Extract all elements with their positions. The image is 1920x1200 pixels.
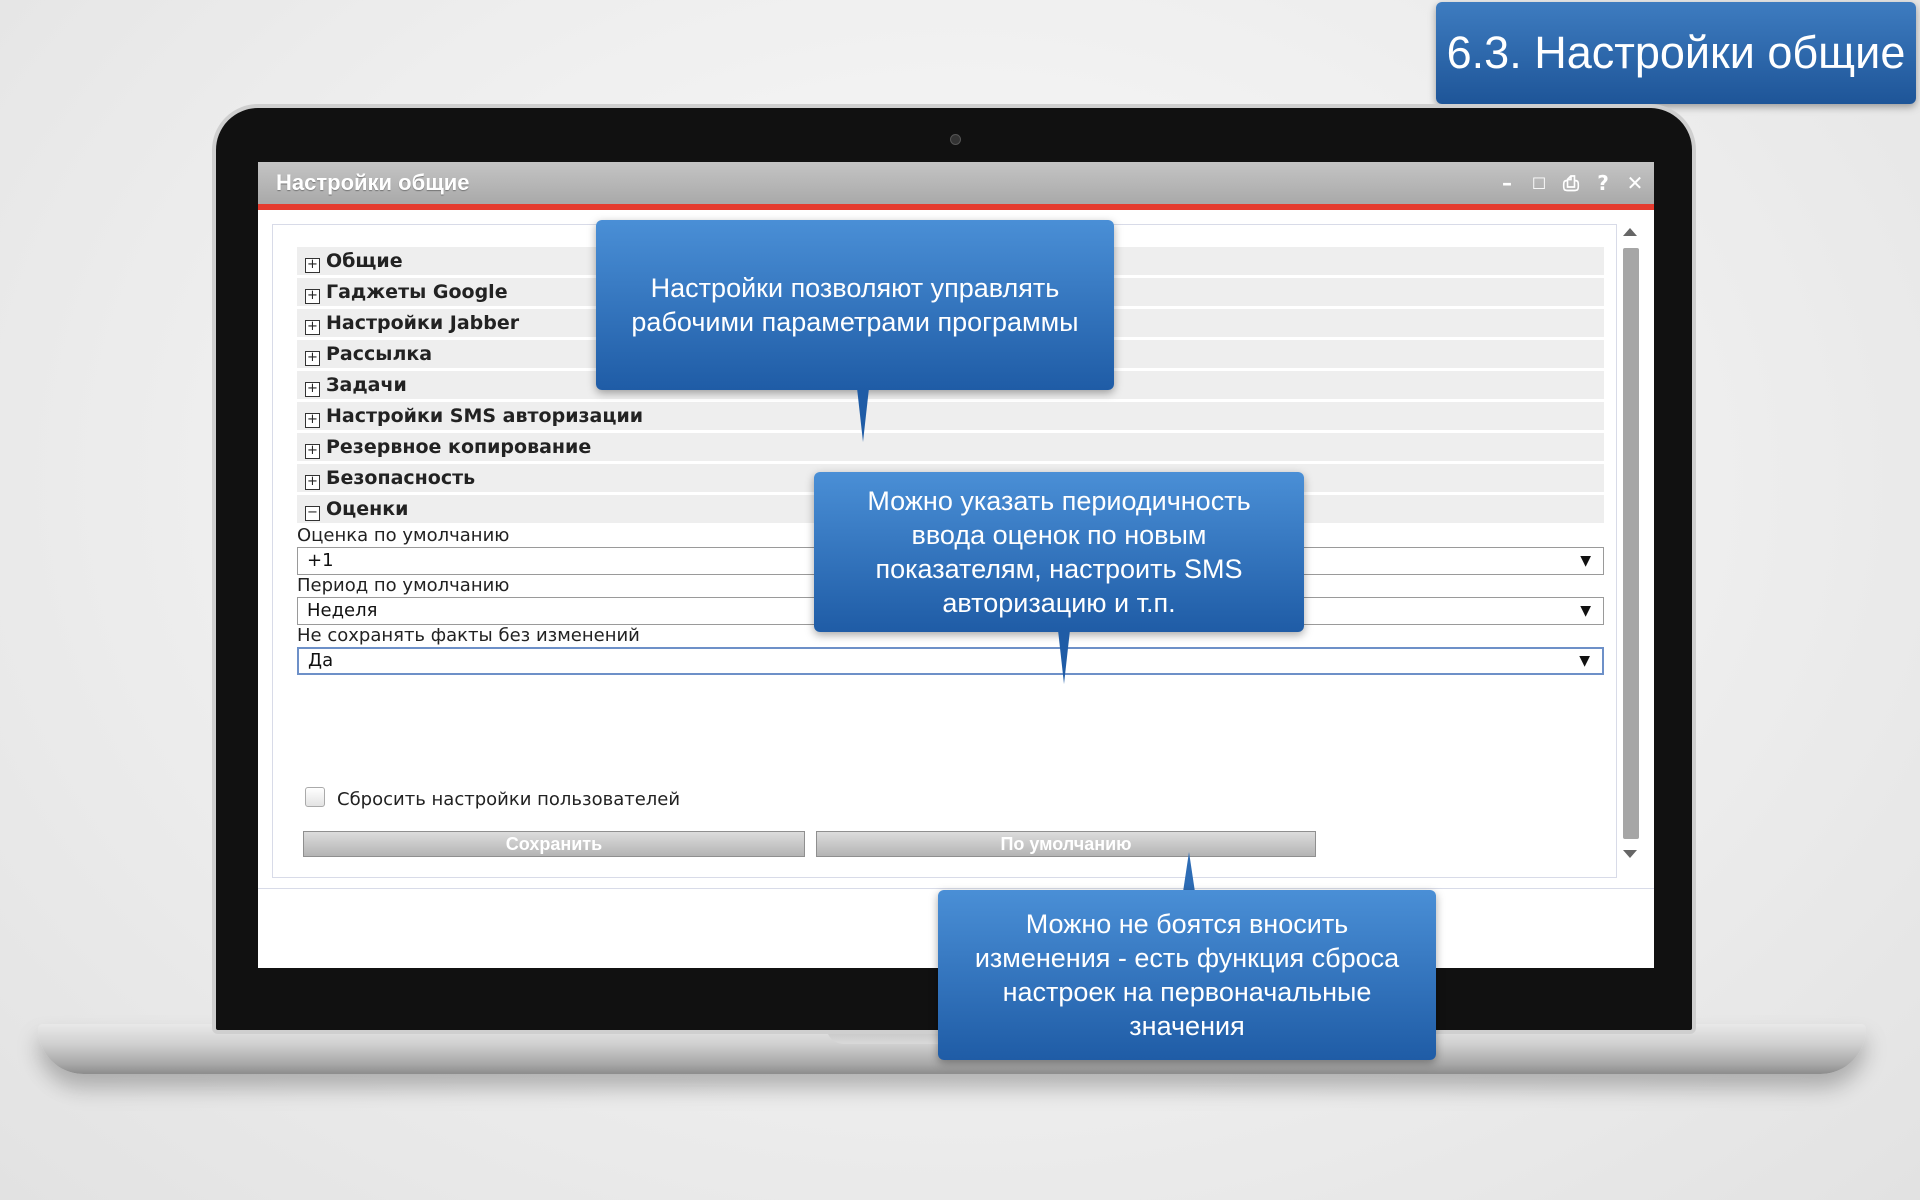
expand-icon[interactable]: + [305,289,320,304]
skip-unchanged-facts-label: Не сохранять факты без изменений [297,625,640,646]
help-icon[interactable]: ? [1597,171,1609,195]
maximize-icon[interactable]: ☐ [1531,173,1547,193]
minimize-icon[interactable]: – [1502,171,1512,195]
callout-pointer [1058,630,1070,684]
section-label: Настройки SMS авторизации [326,405,644,427]
section-label: Безопасность [326,467,476,489]
skip-unchanged-facts-select[interactable]: Да ▼ [297,647,1604,675]
scroll-down-icon[interactable] [1623,850,1637,858]
window-controls: – ☐ ⎙ ? ✕ [1496,162,1646,204]
callout-reset-info: Можно не боятся вносить изменения - есть… [938,890,1436,1060]
section-label: Настройки Jabber [326,312,520,334]
default-period-label: Период по умолчанию [297,575,510,596]
default-rating-label: Оценка по умолчанию [297,525,510,546]
default-button[interactable]: По умолчанию [816,831,1316,857]
scroll-thumb[interactable] [1623,248,1639,839]
section-sms-auth[interactable]: + Настройки SMS авторизации [297,402,1604,430]
window-titlebar: Настройки общие – ☐ ⎙ ? ✕ [258,162,1654,204]
section-label: Задачи [326,374,407,396]
dropdown-arrow-icon[interactable]: ▼ [1580,553,1591,569]
callout-periodicity-info: Можно указать периодичность ввода оценок… [814,472,1304,632]
title-accent-stripe [258,204,1654,210]
reset-user-settings-label: Сбросить настройки пользователей [337,789,681,810]
default-period-value: Неделя [307,600,378,621]
save-button[interactable]: Сохранить [303,831,805,857]
expand-icon[interactable]: + [305,444,320,459]
slide-title: 6.3. Настройки общие [1436,2,1916,104]
print-icon[interactable]: ⎙ [1563,171,1579,195]
scroll-up-icon[interactable] [1623,228,1637,236]
expand-icon[interactable]: + [305,475,320,490]
section-label: Гаджеты Google [326,281,508,303]
callout-settings-info: Настройки позволяют управлять рабочими п… [596,220,1114,390]
section-label: Оценки [326,498,409,520]
close-icon[interactable]: ✕ [1626,171,1644,195]
skip-unchanged-facts-value: Да [308,650,334,671]
dropdown-arrow-icon[interactable]: ▼ [1580,603,1591,619]
expand-icon[interactable]: + [305,258,320,273]
panel-divider [258,888,1654,889]
dropdown-arrow-icon[interactable]: ▼ [1579,653,1590,669]
section-label: Рассылка [326,343,433,365]
callout-pointer [857,388,869,442]
scrollbar[interactable] [1620,228,1642,864]
default-rating-value: +1 [307,550,334,571]
expand-icon[interactable]: + [305,351,320,366]
expand-icon[interactable]: + [305,320,320,335]
expand-icon[interactable]: + [305,413,320,428]
collapse-icon[interactable]: − [305,506,320,521]
expand-icon[interactable]: + [305,382,320,397]
window-title: Настройки общие [276,170,470,195]
camera-icon [950,134,961,145]
reset-user-settings-checkbox[interactable] [305,787,325,807]
callout-pointer [1183,852,1195,892]
section-label: Резервное копирование [326,436,592,458]
section-backup[interactable]: + Резервное копирование [297,433,1604,461]
section-label: Общие [326,250,403,272]
